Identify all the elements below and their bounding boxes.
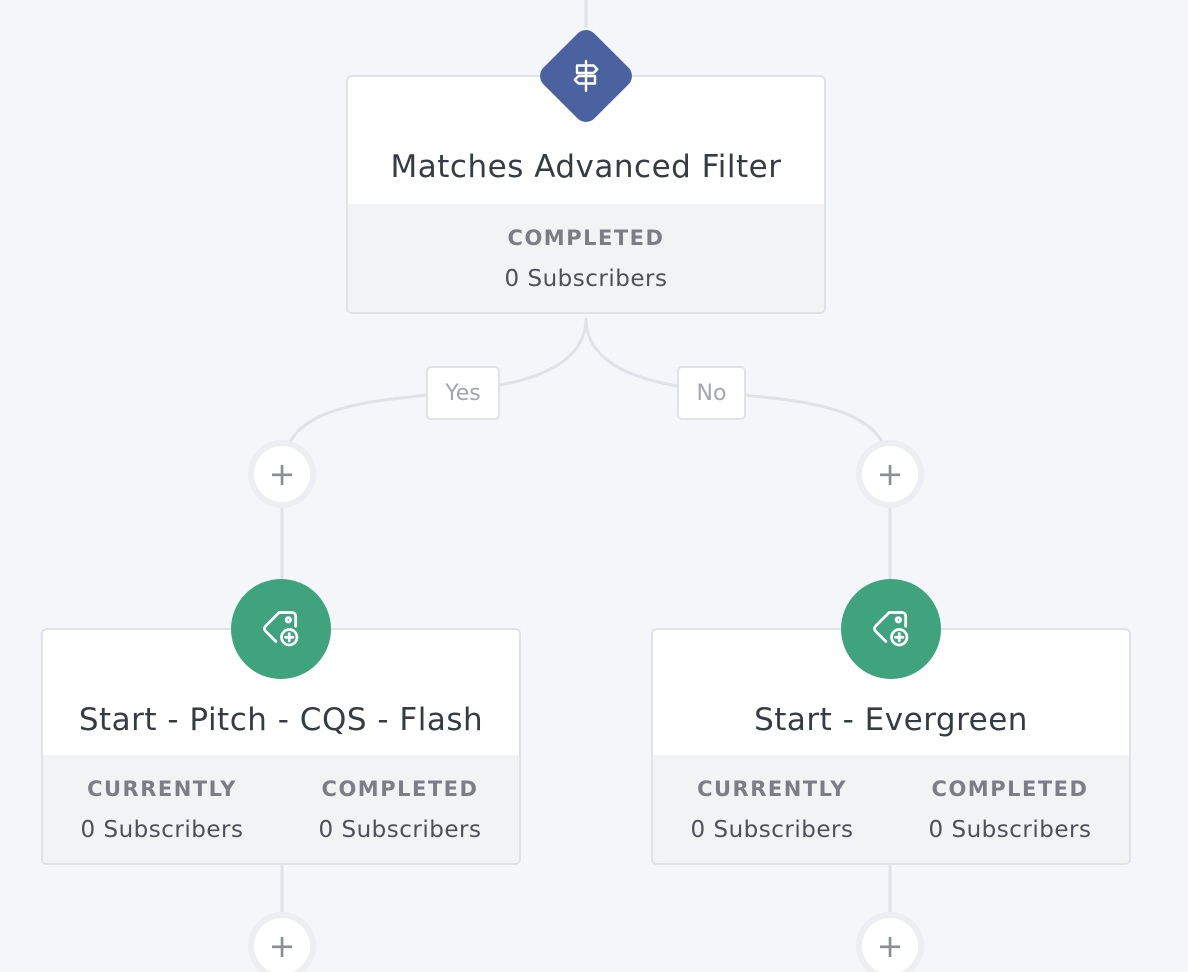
stat-label: COMPLETED [321, 777, 479, 801]
stat-label: CURRENTLY [697, 777, 847, 801]
action-node-title: Start - Evergreen [754, 702, 1028, 738]
stat-value: 0 Subscribers [504, 266, 668, 292]
stat-currently: CURRENTLY 0 Subscribers [43, 755, 281, 863]
branch-label-no: No [677, 366, 746, 420]
tag-add-icon [231, 579, 331, 679]
filter-node-stats: COMPLETED 0 Subscribers [348, 204, 824, 312]
signpost-icon [536, 26, 636, 126]
stat-value: 0 Subscribers [318, 817, 482, 843]
stat-value: 0 Subscribers [80, 817, 244, 843]
stat-label: COMPLETED [931, 777, 1089, 801]
action-node-stats: CURRENTLY 0 Subscribers COMPLETED 0 Subs… [653, 755, 1129, 863]
stat-label: COMPLETED [507, 226, 665, 250]
action-node-stats: CURRENTLY 0 Subscribers COMPLETED 0 Subs… [43, 755, 519, 863]
stat-completed: COMPLETED 0 Subscribers [281, 755, 519, 863]
filter-node-title: Matches Advanced Filter [390, 149, 782, 185]
action-node-title: Start - Pitch - CQS - Flash [78, 702, 484, 738]
tag-add-icon [841, 579, 941, 679]
branch-label-yes: Yes [426, 366, 500, 420]
stat-currently: CURRENTLY 0 Subscribers [653, 755, 891, 863]
stat-completed: COMPLETED 0 Subscribers [891, 755, 1129, 863]
stat-completed: COMPLETED 0 Subscribers [348, 204, 824, 312]
add-step-button-yes[interactable]: + [254, 446, 310, 502]
stat-value: 0 Subscribers [690, 817, 854, 843]
filter-node-card[interactable]: Matches Advanced Filter COMPLETED 0 Subs… [346, 75, 826, 314]
add-step-button-after-node-2[interactable]: + [862, 918, 918, 972]
stat-label: CURRENTLY [87, 777, 237, 801]
add-step-button-after-node-1[interactable]: + [254, 918, 310, 972]
stat-value: 0 Subscribers [928, 817, 1092, 843]
add-step-button-no[interactable]: + [862, 446, 918, 502]
